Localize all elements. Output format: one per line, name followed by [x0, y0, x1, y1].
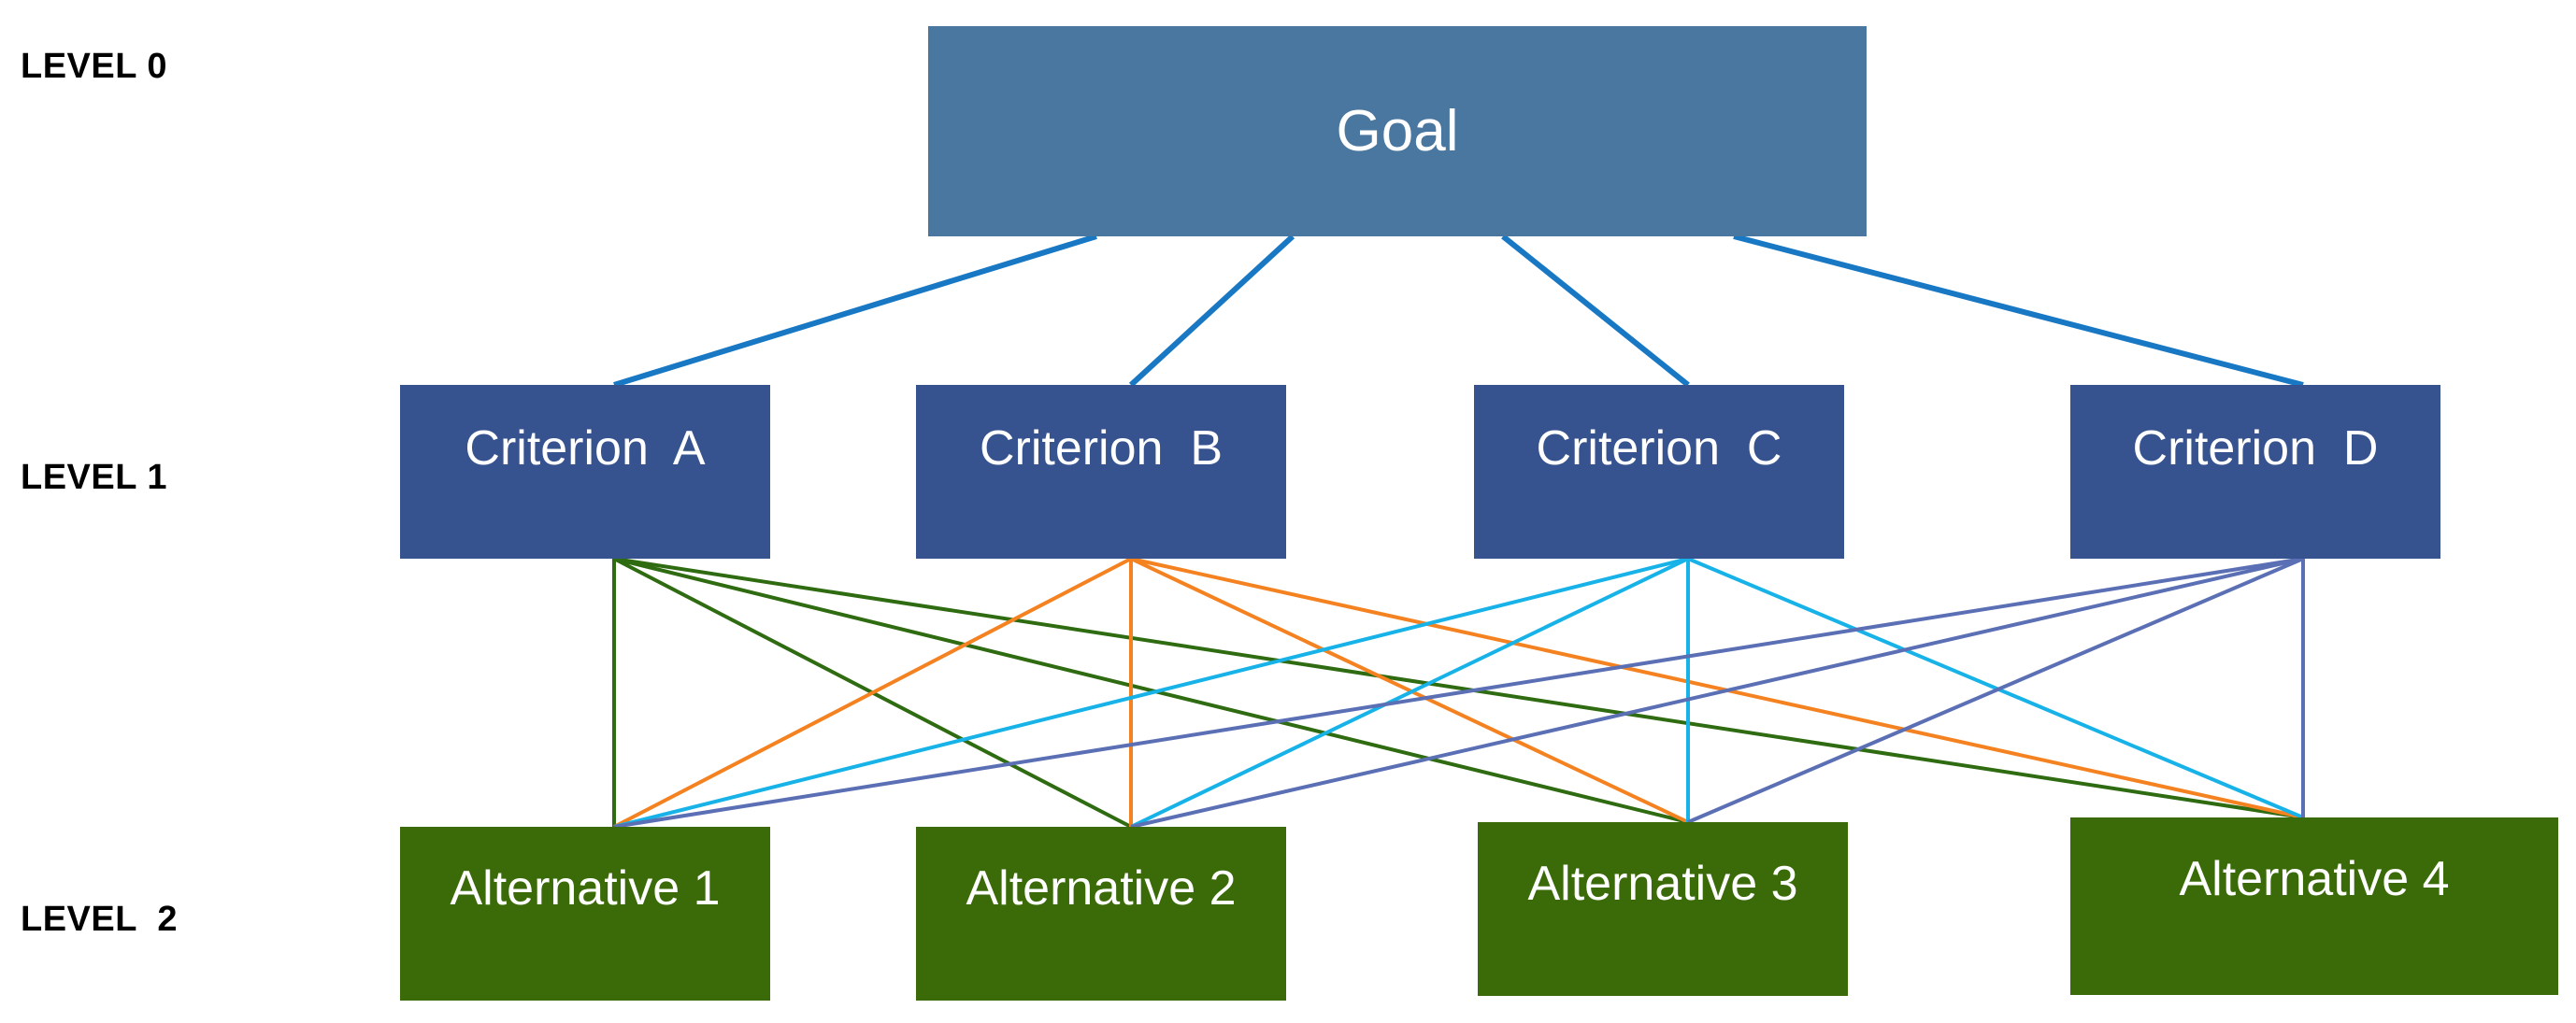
goal-to-criterion-d	[1733, 234, 2304, 388]
criterion-d-to-alternative-1	[613, 557, 2304, 829]
criterion-d-label: Criterion D	[2132, 421, 2379, 476]
criterion-a-to-alternative-2	[613, 557, 1132, 829]
alternative-3-label: Alternative 3	[1527, 857, 1798, 911]
goal-to-criterion-c	[1501, 234, 1690, 388]
node-alternative-1[interactable]: Alternative 1	[400, 827, 770, 1001]
level-2-label: LEVEL 2	[21, 900, 179, 939]
goal-label: Goal	[1336, 99, 1459, 163]
criterion-c-to-alternative-1	[613, 557, 1689, 829]
criterion-c-label: Criterion C	[1536, 421, 1782, 476]
node-criterion-d[interactable]: Criterion D	[2070, 385, 2440, 559]
node-goal[interactable]: Goal	[928, 26, 1867, 236]
node-criterion-b[interactable]: Criterion B	[916, 385, 1286, 559]
criterion-a-to-alternative-3	[613, 557, 1689, 824]
level-1-label: LEVEL 1	[21, 458, 167, 497]
node-alternative-2[interactable]: Alternative 2	[916, 827, 1286, 1001]
goal-to-criterion-b	[1128, 234, 1295, 388]
alternative-2-label: Alternative 2	[966, 861, 1237, 916]
node-alternative-3[interactable]: Alternative 3	[1478, 822, 1848, 996]
criterion-b-to-alternative-1	[613, 557, 1132, 829]
node-criterion-c[interactable]: Criterion C	[1474, 385, 1844, 559]
criterion-b-label: Criterion B	[979, 421, 1224, 476]
criterion-b-to-alternative-3	[1130, 557, 1689, 824]
node-criterion-a[interactable]: Criterion A	[400, 385, 770, 559]
criterion-d-to-alternative-2	[1130, 557, 2304, 829]
node-alternative-4[interactable]: Alternative 4	[2070, 817, 2558, 995]
criterion-c-to-alternative-2	[1130, 557, 1689, 829]
goal-to-criterion-a	[613, 234, 1097, 388]
criterion-d-to-alternative-3	[1687, 557, 2304, 824]
criterion-a-to-alternative-4	[613, 557, 2304, 819]
level-0-label: LEVEL 0	[21, 47, 167, 86]
alternative-1-label: Alternative 1	[450, 861, 721, 916]
alternative-4-label: Alternative 4	[2179, 852, 2450, 906]
criterion-a-label: Criterion A	[465, 421, 706, 476]
criterion-b-to-alternative-4	[1130, 557, 2304, 819]
criterion-c-to-alternative-4	[1687, 557, 2304, 819]
